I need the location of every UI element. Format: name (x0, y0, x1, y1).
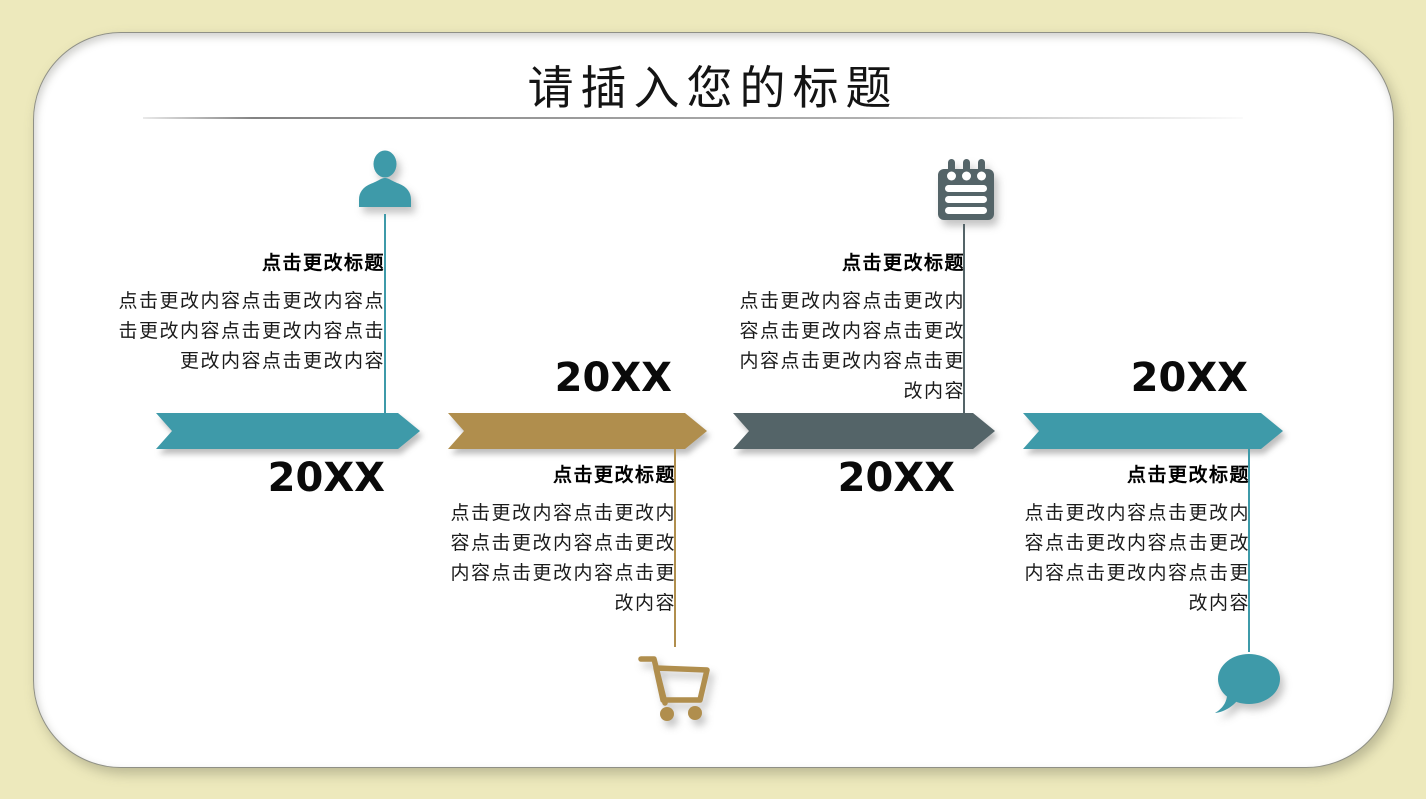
person-icon (353, 150, 417, 214)
item-body: 点击更改内容点击更改内容点击更改内容点击更改内容点击更改内容点击更改内容 (739, 290, 965, 402)
item-body: 点击更改内容点击更改内容点击更改内容点击更改内容点击更改内容点击更改内容 (450, 502, 676, 614)
item-title: 点击更改标题 (261, 252, 385, 274)
timeline-item-text: 点击更改标题 点击更改内容点击更改内容点击更改内容点击更改内容点击更改内容点击更… (113, 248, 385, 376)
item-year: 20XX (267, 455, 385, 501)
connector-line (963, 224, 965, 413)
timeline-arrow (156, 413, 420, 449)
item-year: 20XX (1130, 355, 1248, 401)
shopping-cart-icon (636, 648, 712, 724)
slide-card (33, 32, 1394, 768)
timeline-item-text: 点击更改标题 点击更改内容点击更改内容点击更改内容点击更改内容点击更改内容点击更… (441, 460, 676, 618)
timeline-item-text: 点击更改标题 点击更改内容点击更改内容点击更改内容点击更改内容点击更改内容点击更… (730, 248, 965, 406)
timeline-item-text: 点击更改标题 点击更改内容点击更改内容点击更改内容点击更改内容点击更改内容点击更… (1015, 460, 1250, 618)
connector-line (1248, 449, 1250, 652)
item-year: 20XX (837, 455, 955, 501)
slide-title: 请插入您的标题 (527, 61, 899, 115)
item-body: 点击更改内容点击更改内容点击更改内容点击更改内容点击更改内容点击更改内容 (1024, 502, 1250, 614)
timeline-arrow (448, 413, 707, 449)
timeline-arrow (1023, 413, 1283, 449)
item-title: 点击更改标题 (1126, 464, 1250, 486)
title-divider (143, 117, 1243, 119)
connector-line (384, 214, 386, 413)
item-year: 20XX (554, 355, 672, 401)
notepad-icon (936, 158, 996, 222)
timeline-arrow (733, 413, 995, 449)
item-title: 点击更改标题 (841, 252, 965, 274)
speech-bubble-icon (1212, 652, 1282, 716)
connector-line (674, 449, 676, 647)
item-title: 点击更改标题 (552, 464, 676, 486)
item-body: 点击更改内容点击更改内容点击更改内容点击更改内容点击更改内容点击更改内容 (118, 290, 385, 372)
